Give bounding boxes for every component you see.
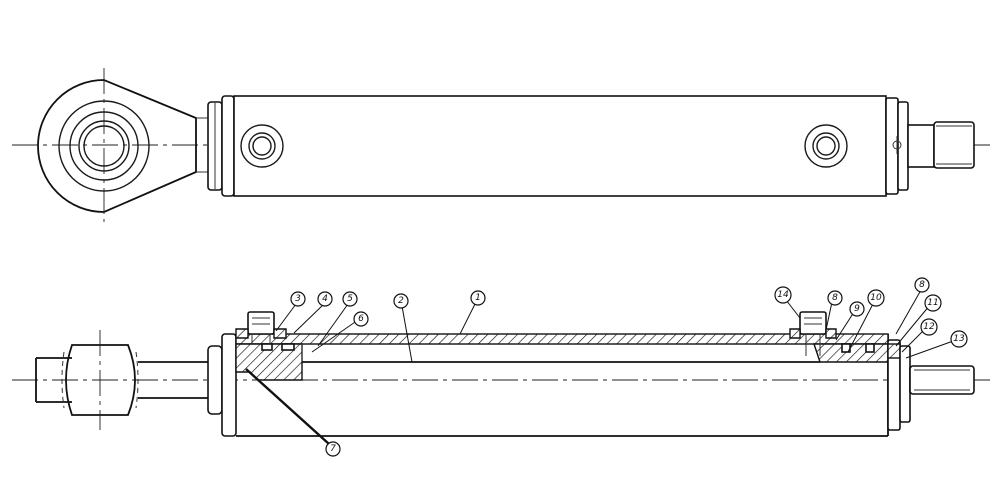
svg-text:13: 13: [953, 334, 965, 344]
callout-1: 1: [470, 290, 486, 306]
svg-text:10: 10: [870, 293, 882, 303]
svg-text:3: 3: [295, 294, 301, 304]
top-port-left: [240, 124, 284, 168]
callout-4: 4: [317, 291, 333, 307]
callout-10: 10: [867, 289, 885, 307]
section-barrel-lower: [236, 334, 889, 437]
callout-6: 6: [353, 311, 369, 327]
svg-text:6: 6: [358, 314, 364, 324]
svg-text:9: 9: [854, 304, 860, 314]
svg-text:5: 5: [347, 294, 353, 304]
section-piston: [813, 343, 889, 363]
svg-text:1: 1: [475, 293, 481, 303]
svg-text:11: 11: [927, 298, 938, 308]
top-end-cap: [207, 95, 235, 197]
section-rear-cap: [887, 339, 975, 431]
top-port-right: [804, 124, 848, 168]
callout-7: 7: [325, 441, 341, 457]
leader-lines: [245, 289, 957, 445]
callout-13: 13: [950, 330, 968, 348]
callout-5: 5: [342, 291, 358, 307]
callout-11: 11: [924, 294, 942, 312]
callout-12: 12: [920, 318, 938, 336]
callout-8a: 8: [827, 290, 843, 306]
callout-14: 14: [774, 286, 792, 304]
section-gland: [235, 343, 303, 381]
callout-2: 2: [393, 293, 409, 309]
svg-text:8: 8: [832, 293, 838, 303]
svg-text:14: 14: [777, 290, 789, 300]
top-rear-cap: [885, 97, 909, 195]
svg-text:2: 2: [398, 296, 404, 306]
top-view: [12, 68, 990, 222]
svg-text:4: 4: [322, 294, 328, 304]
top-threaded-stud: [907, 121, 975, 169]
callout-3: 3: [290, 291, 306, 307]
section-view: 1 2 3 4 5 6 7 8 8 9 10 1: [12, 277, 990, 457]
svg-text:12: 12: [923, 322, 935, 332]
section-rod-eye: [35, 330, 208, 430]
section-port-right: [789, 311, 837, 356]
svg-text:7: 7: [330, 444, 336, 454]
svg-text:8: 8: [919, 280, 925, 290]
section-barrel-wall: [235, 333, 889, 345]
top-rod-eye: [37, 68, 208, 222]
section-port-left: [235, 311, 287, 344]
callout-9: 9: [849, 301, 865, 317]
callout-8b: 8: [914, 277, 930, 293]
top-barrel: [233, 95, 887, 197]
section-end-cap: [207, 333, 237, 437]
